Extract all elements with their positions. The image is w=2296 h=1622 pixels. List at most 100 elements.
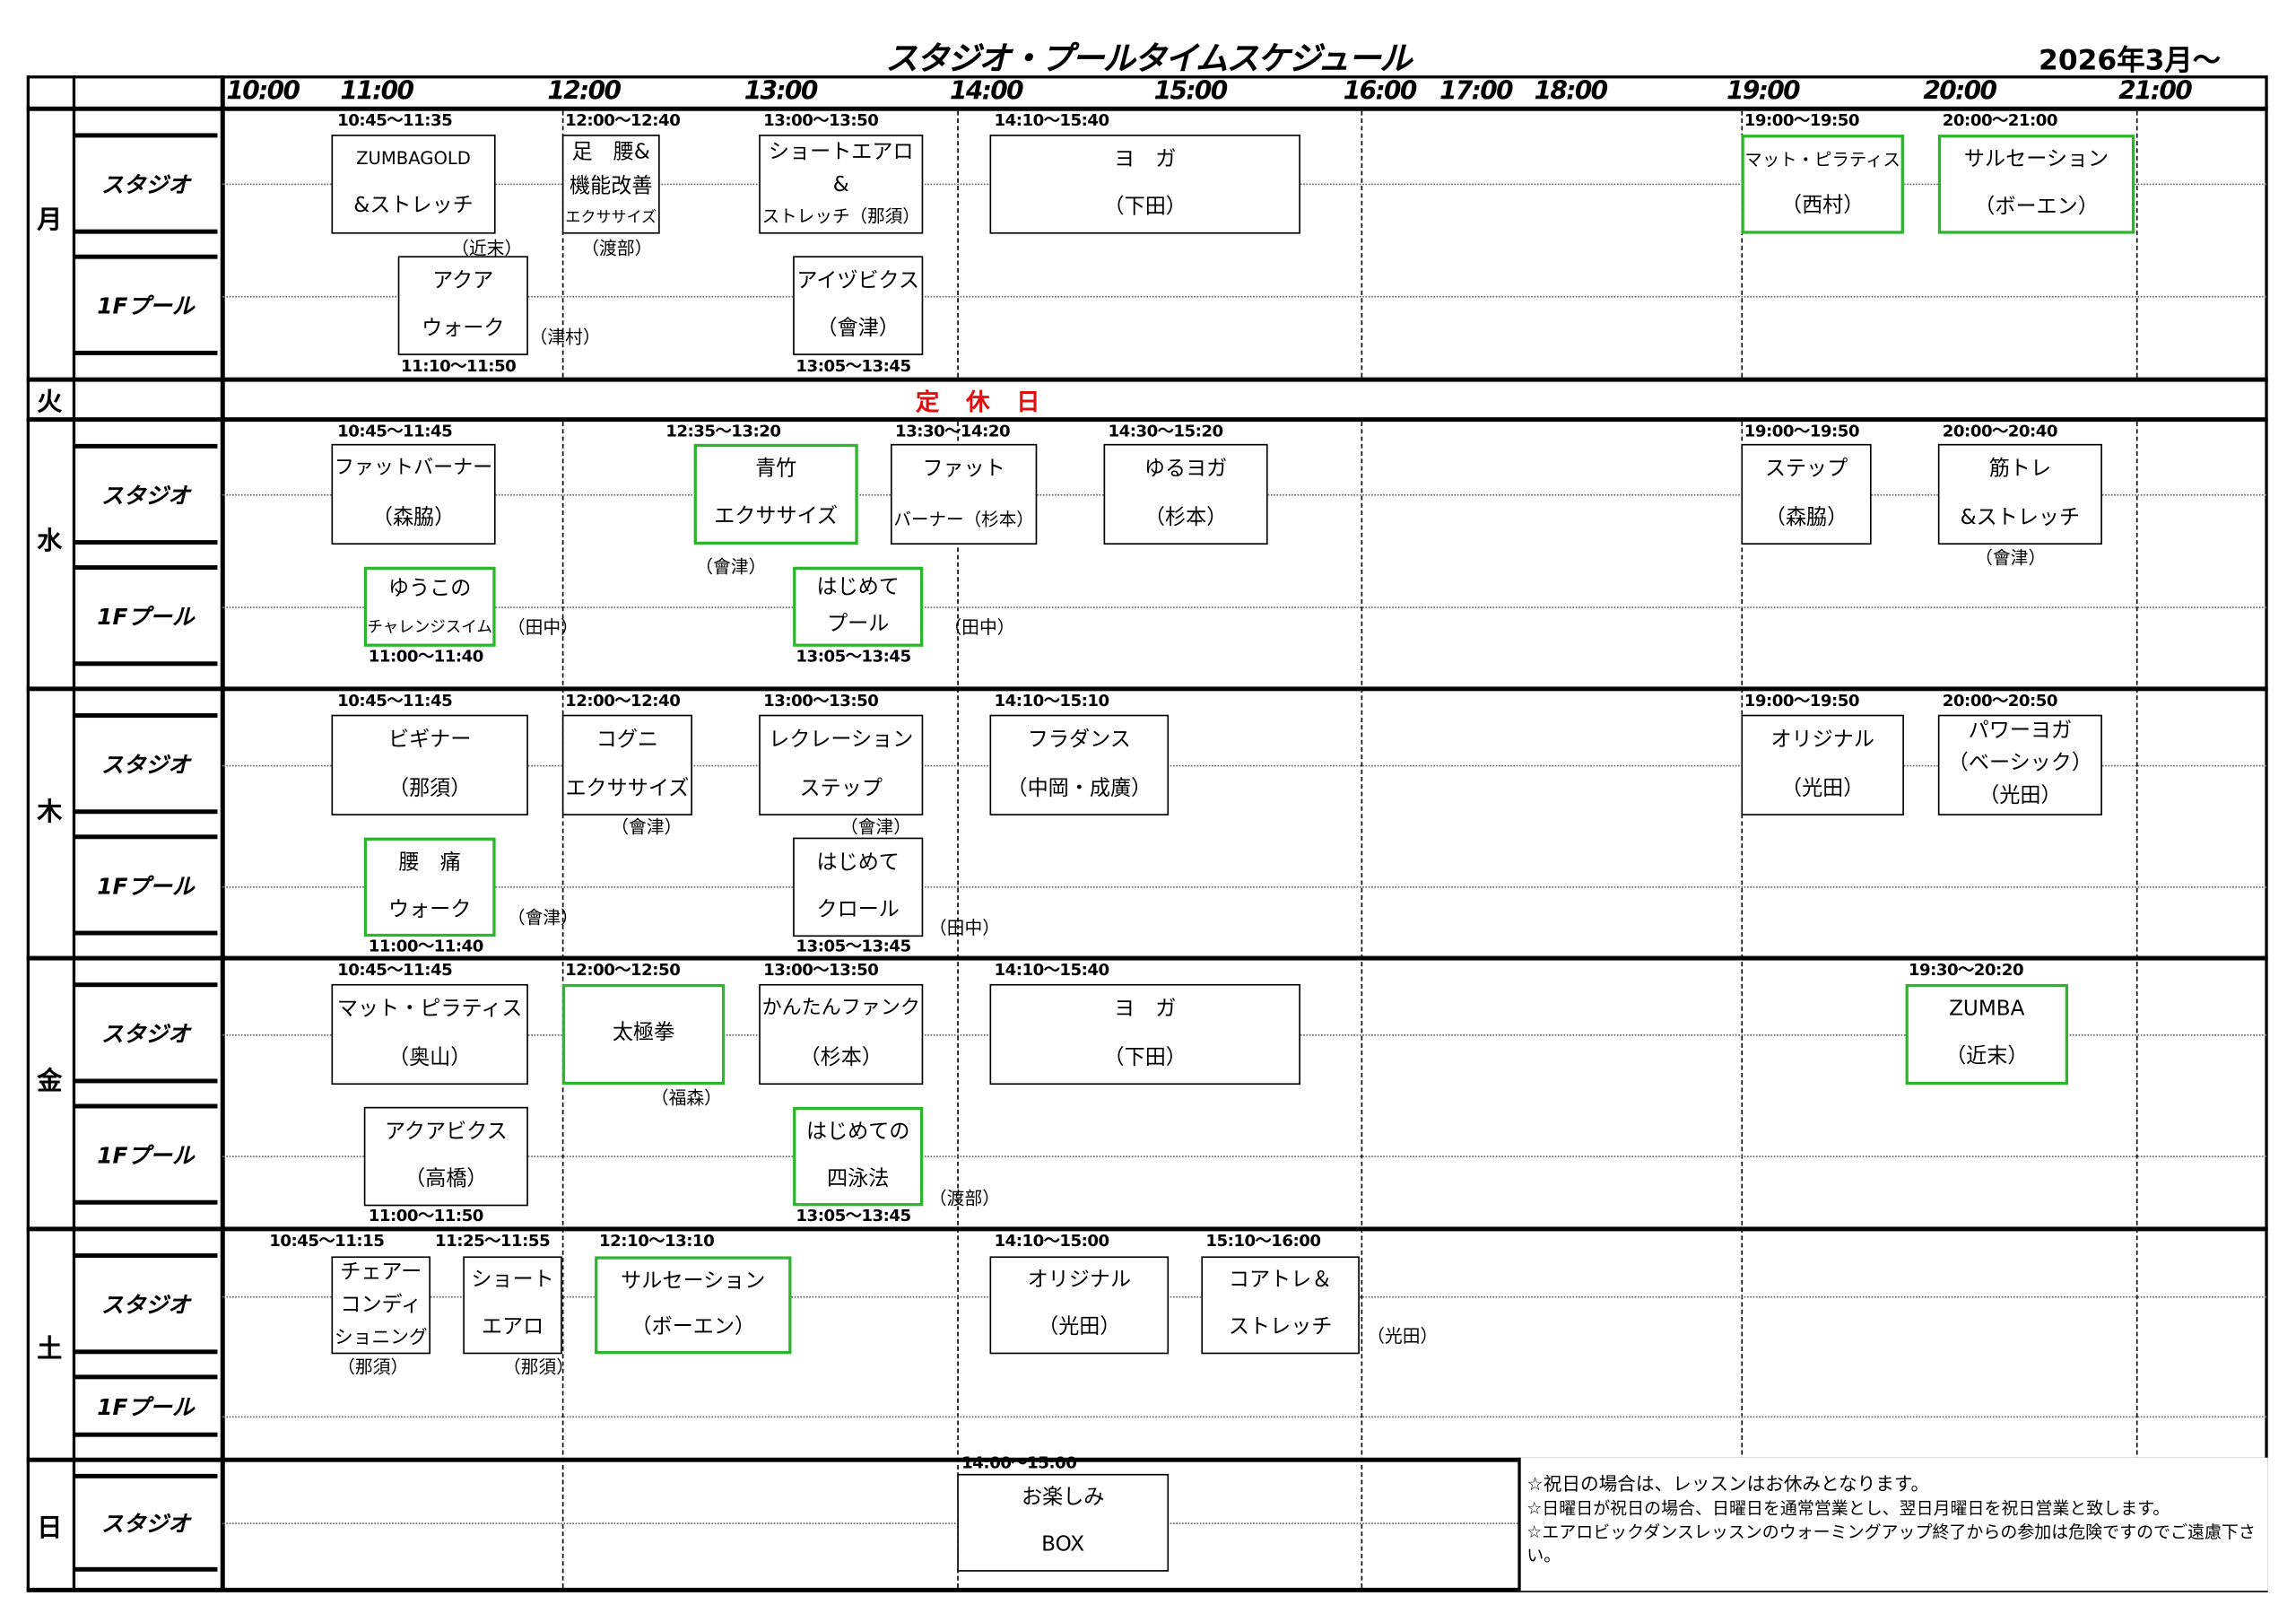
- class-card[interactable]: アクアビクス（高橋）: [363, 1106, 528, 1207]
- class-card[interactable]: チェアーコンディショニング: [331, 1256, 431, 1355]
- class-name-line: （杉本）: [1144, 505, 1228, 530]
- class-card[interactable]: アイヅビクス（會津）: [793, 256, 924, 355]
- class-card[interactable]: ショートエアロ: [463, 1256, 562, 1355]
- class-time: 14:10～15:40: [994, 110, 1109, 131]
- class-card[interactable]: ヨ ガ（下田）: [989, 983, 1300, 1086]
- class-card[interactable]: はじめてプール: [793, 566, 924, 647]
- class-card[interactable]: はじめての四泳法: [793, 1106, 924, 1207]
- class-card[interactable]: かんたんファンク（杉本）: [759, 983, 924, 1086]
- class-card[interactable]: ヨ ガ（下田）: [989, 135, 1300, 234]
- class-card[interactable]: ZUMBAGOLD&ストレッチ: [331, 135, 496, 234]
- class-name-line: マット・ピラティス: [1744, 149, 1900, 170]
- class-instructor: （近末）: [451, 238, 523, 259]
- class-name-line: コアトレ＆: [1228, 1269, 1333, 1293]
- hour-gridline: [561, 110, 564, 378]
- class-time: 10:45～11:45: [337, 960, 453, 980]
- class-card[interactable]: 青竹エクササイズ: [693, 443, 858, 545]
- class-card[interactable]: ショートエアロ&ストレッチ（那須）: [759, 135, 924, 234]
- class-time: 19:00～19:50: [1744, 691, 1860, 711]
- room-label: スタジオ: [74, 982, 218, 1084]
- class-card[interactable]: コアトレ＆ ストレッチ: [1201, 1256, 1360, 1355]
- day-label: 火: [37, 388, 63, 418]
- table-bottom: [26, 1587, 2268, 1592]
- class-time: 14:10～15:00: [994, 1231, 1109, 1251]
- class-time: 13:00～13:50: [763, 691, 879, 711]
- class-card[interactable]: オリジナル（光田）: [1741, 714, 1904, 815]
- class-name-line: &ストレッチ: [353, 194, 474, 219]
- class-card[interactable]: パワーヨガ（ベーシック）（光田）: [1937, 714, 2102, 815]
- class-card[interactable]: 足 腰&機能改善エクササイズ: [561, 135, 660, 234]
- hour-gridline: [1741, 110, 1744, 378]
- class-time: 12:00～12:50: [565, 960, 681, 980]
- class-name-line: ヨ ガ: [1114, 147, 1177, 171]
- note-line: ☆エアロビックダンスレッスンのウォーミングアップ終了からの参加は危険ですのでご遠…: [1526, 1521, 2256, 1566]
- class-card[interactable]: ステップ（森脇）: [1741, 443, 1872, 545]
- class-name-line: かんたんファンク: [761, 997, 920, 1020]
- class-name-line: （那須）: [387, 776, 472, 801]
- class-card[interactable]: ゆるヨガ （杉本）: [1103, 443, 1268, 545]
- class-card[interactable]: マット・ピラティス（西村）: [1741, 135, 1904, 234]
- note-line: ☆日曜日が祝日の場合、日曜日を通常営業とし、翌日月曜日を祝日営業と致します。: [1526, 1497, 2170, 1519]
- class-card[interactable]: マット・ピラティス（奥山）: [331, 983, 528, 1086]
- day-label: 木: [37, 798, 63, 828]
- class-name-line: エクササイズ: [565, 208, 657, 227]
- class-card[interactable]: ビギナー（那須）: [331, 714, 528, 815]
- class-card[interactable]: 筋トレ&ストレッチ: [1937, 443, 2102, 545]
- class-name-line: 機能改善: [570, 174, 653, 198]
- class-card[interactable]: レクレーションステップ: [759, 714, 924, 815]
- class-instructor: （會津）: [695, 556, 767, 578]
- class-card[interactable]: ゆうこのチャレンジスイム: [363, 566, 496, 647]
- class-card[interactable]: フラダンス（中岡・成廣）: [989, 714, 1170, 815]
- class-instructor: （津村）: [529, 327, 601, 348]
- class-time: 13:05～13:45: [796, 937, 911, 956]
- class-time: 13:00～13:50: [763, 110, 879, 131]
- class-time: 19:00～19:50: [1744, 422, 1860, 441]
- class-name-line: プール: [827, 612, 890, 636]
- class-name-line: コグニ: [596, 728, 659, 752]
- time-header-label: 18:00: [1534, 76, 1609, 107]
- room-label: スタジオ: [74, 133, 218, 234]
- class-card[interactable]: オリジナル（光田）: [989, 1256, 1170, 1355]
- class-card[interactable]: アクアウォーク: [397, 256, 528, 355]
- class-card[interactable]: 腰 痛ウォーク: [363, 837, 496, 937]
- class-card[interactable]: ファットバーナー（森脇）: [331, 443, 496, 545]
- row-guide: [222, 1416, 2267, 1418]
- class-name-line: 筋トレ: [1988, 457, 2052, 481]
- class-name-line: ゆうこの: [387, 576, 472, 601]
- class-instructor: （會津）: [839, 816, 912, 838]
- class-name-line: ゆるヨガ: [1144, 457, 1228, 481]
- room-label: スタジオ: [74, 443, 218, 545]
- class-name-line: ストレッチ（那須）: [761, 205, 920, 228]
- class-instructor: （田中）: [507, 616, 578, 638]
- class-card[interactable]: 太極拳: [561, 983, 726, 1086]
- class-card[interactable]: ZUMBA（近末）: [1905, 983, 2069, 1086]
- class-name-line: マット・ピラティス: [336, 997, 523, 1021]
- time-header-label: 17:00: [1439, 76, 1514, 107]
- time-header-label: 11:00: [340, 76, 414, 107]
- class-name-line: （光田）: [1780, 776, 1865, 801]
- class-card[interactable]: サルセーション（ボーエン）: [1937, 135, 2135, 234]
- class-name-line: クロール: [816, 898, 900, 922]
- class-name-line: 足 腰&: [571, 140, 650, 164]
- room-label: スタジオ: [74, 713, 218, 815]
- class-card[interactable]: ファットバーナー（杉本）: [890, 443, 1038, 545]
- class-name-line: ショート: [471, 1269, 554, 1293]
- time-header-label: 14:00: [949, 76, 1024, 107]
- hour-gridline: [1361, 422, 1363, 1588]
- class-name-line: サルセーション: [1963, 148, 2109, 172]
- class-name-line: ストレッチ: [1228, 1315, 1333, 1340]
- day-separator: [26, 686, 2268, 692]
- class-time: 11:00～11:50: [368, 1206, 484, 1225]
- class-instructor: （田中）: [928, 917, 1001, 938]
- class-time: 10:45～11:45: [337, 691, 453, 711]
- class-name-line: 腰 痛: [398, 850, 461, 875]
- day-label: 月: [37, 205, 63, 236]
- class-name-line: バーナー（杉本）: [893, 508, 1034, 529]
- class-card[interactable]: コグニエクササイズ: [561, 714, 692, 815]
- hour-gridline: [957, 110, 959, 378]
- class-name-line: （下田）: [1103, 1045, 1187, 1070]
- class-card[interactable]: はじめてクロール: [793, 837, 924, 937]
- class-time: 19:00～19:50: [1744, 110, 1860, 131]
- class-card[interactable]: サルセーション（ボーエン）: [595, 1256, 792, 1355]
